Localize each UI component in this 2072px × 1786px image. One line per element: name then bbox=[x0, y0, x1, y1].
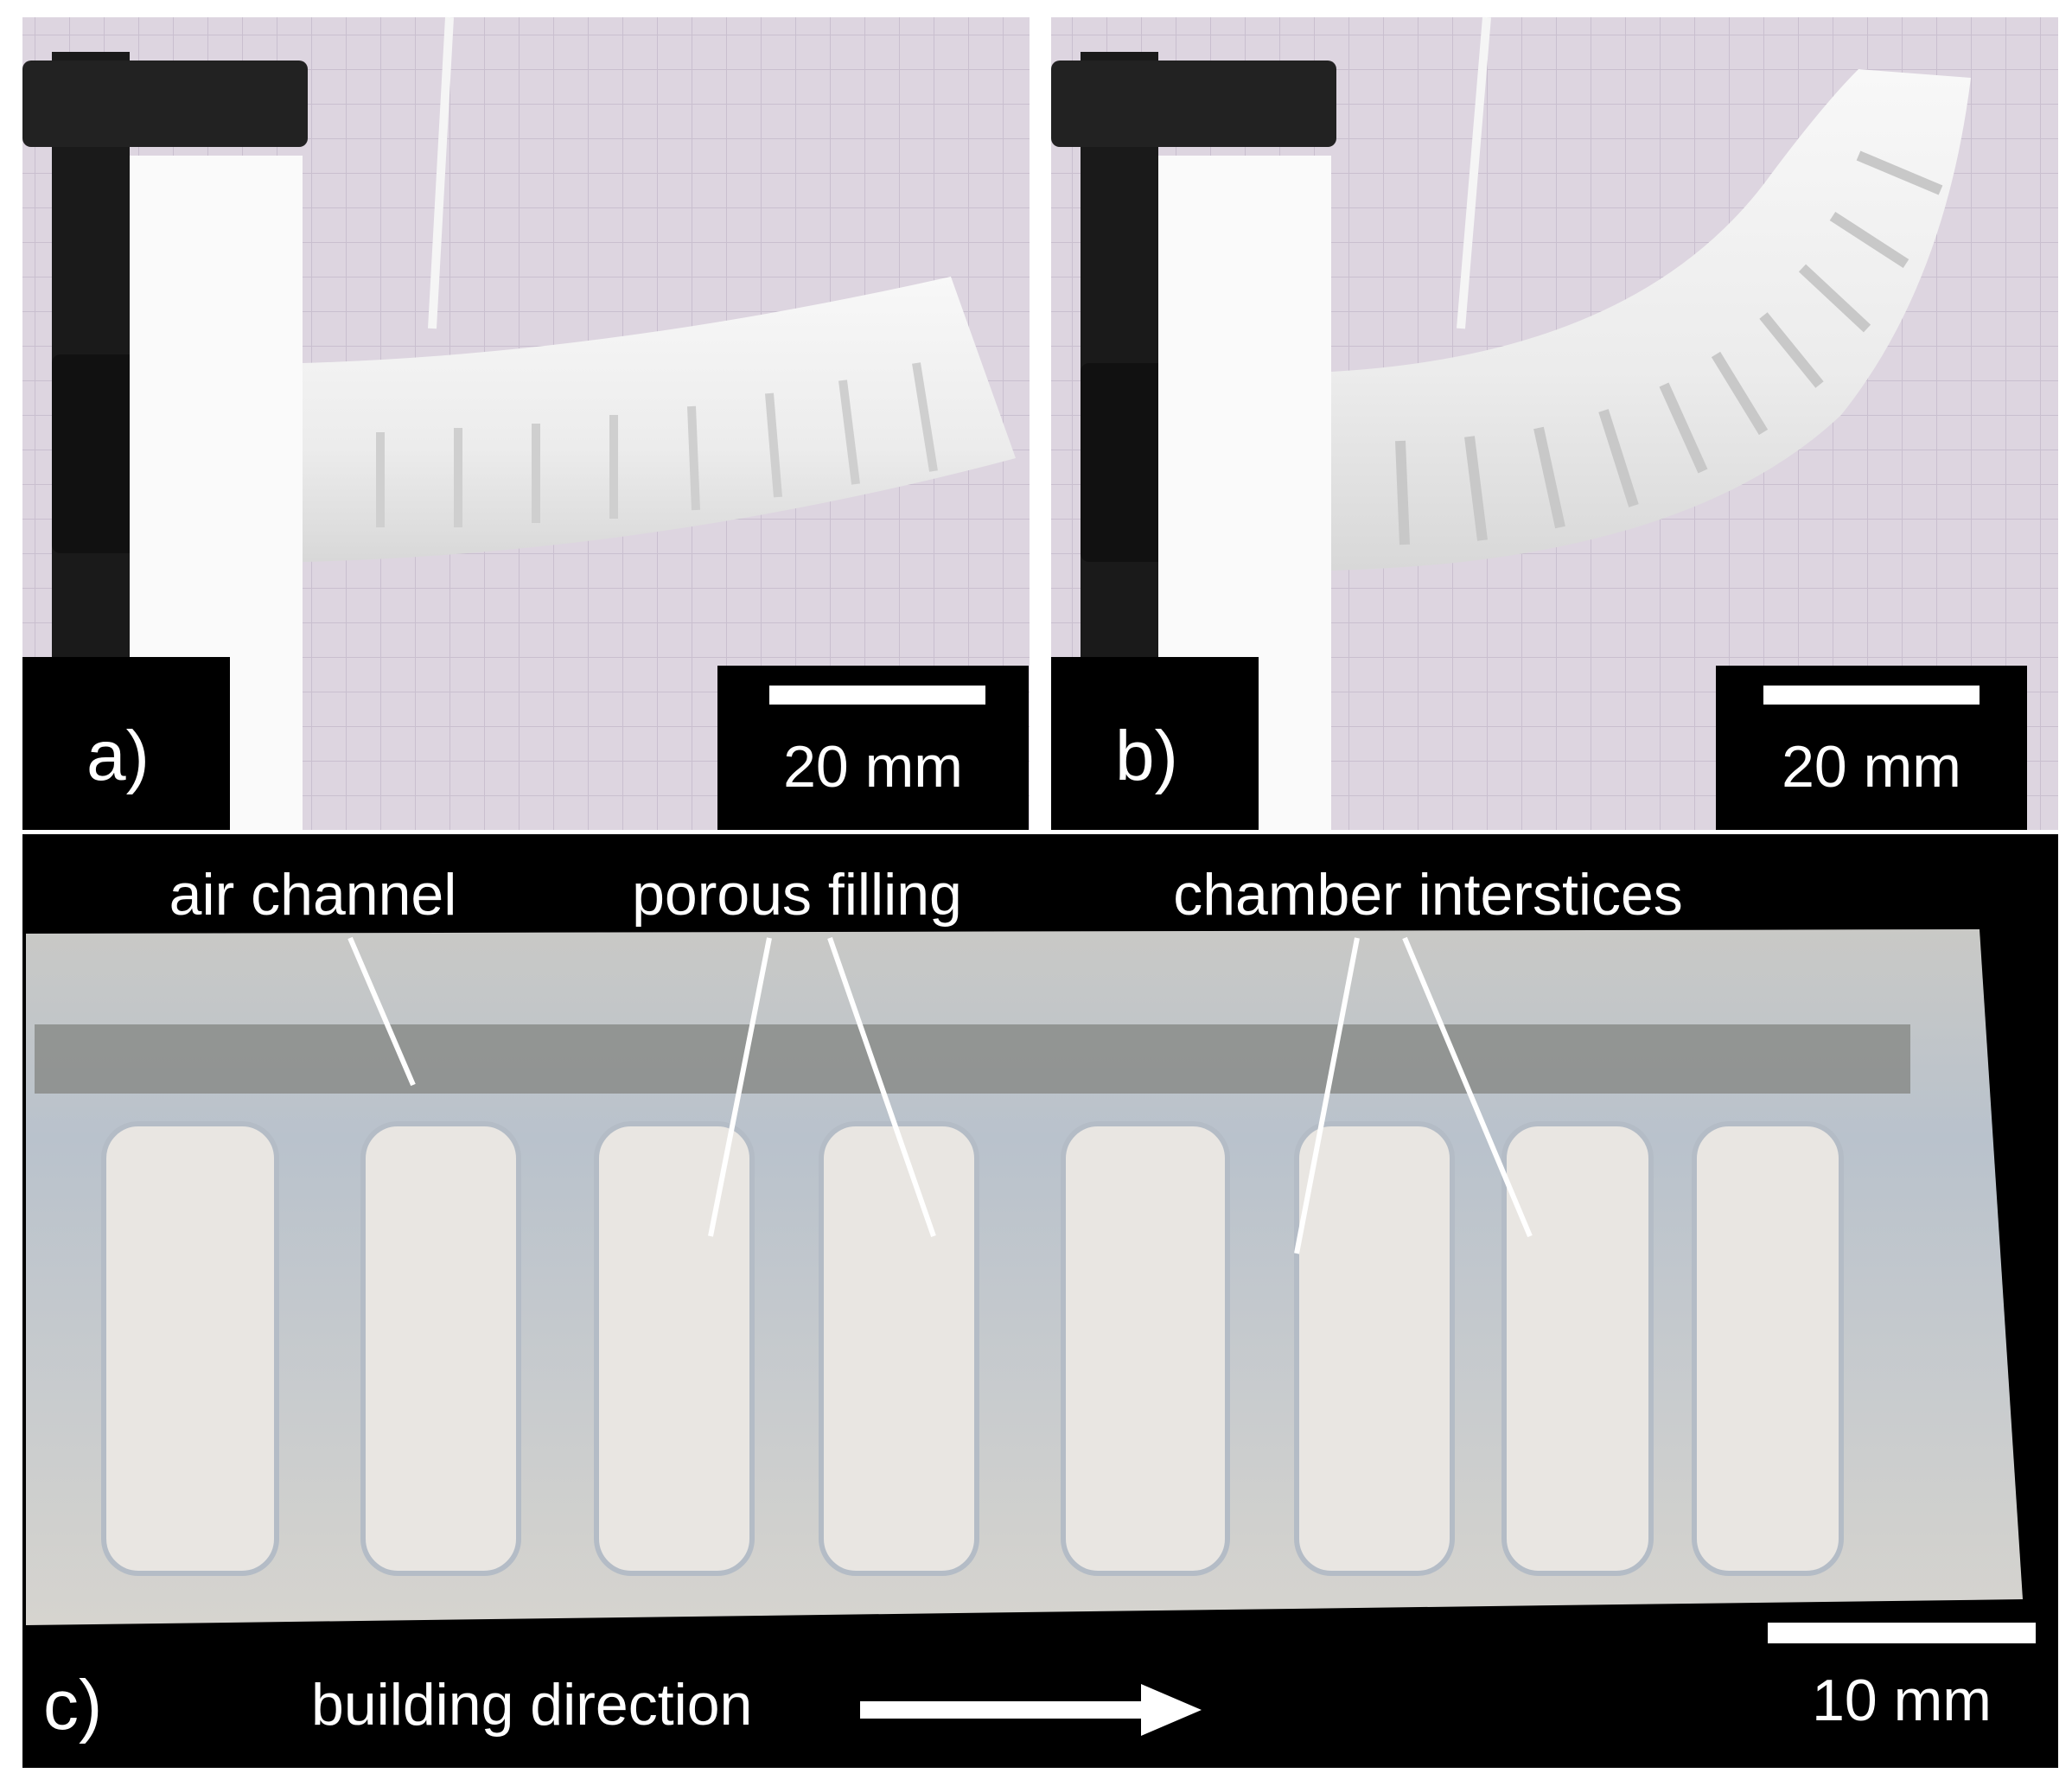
leader-chamber-interstices-1 bbox=[1294, 937, 1360, 1254]
label-chamber-interstices: chamber interstices bbox=[1173, 862, 1683, 928]
chambers bbox=[101, 1121, 1844, 1576]
panel-b-scale-text: 20 mm bbox=[1782, 734, 1961, 800]
panel-c-scalebar bbox=[1768, 1623, 2036, 1643]
label-air-channel: air channel bbox=[169, 862, 457, 928]
leader-air-channel bbox=[347, 936, 416, 1087]
panel-a-scale-text: 20 mm bbox=[783, 734, 963, 800]
panel-a-label: a) bbox=[86, 717, 150, 795]
panel-c-scale-text: 10 mm bbox=[1812, 1668, 1992, 1733]
leader-porous-filling-1 bbox=[708, 937, 772, 1237]
panel-a-scalebar bbox=[769, 686, 985, 705]
actuator-ribs bbox=[376, 362, 938, 527]
leader-chamber-interstices-2 bbox=[1402, 936, 1533, 1238]
label-porous-filling: porous filling bbox=[632, 862, 962, 928]
actuator-slightly-bent bbox=[303, 277, 1016, 562]
building-direction-arrow bbox=[860, 1684, 1202, 1736]
panel-b-label-box bbox=[1051, 657, 1259, 830]
actuator-bent bbox=[1331, 69, 1971, 571]
leader-porous-filling-2 bbox=[827, 937, 936, 1237]
air-channel-region bbox=[35, 1024, 1910, 1094]
air-tube bbox=[1457, 16, 1491, 329]
panel-c: air channel porous filling chamber inter… bbox=[22, 834, 2058, 1768]
actuator-ribs bbox=[1395, 150, 1943, 545]
panel-b-scalebar bbox=[1763, 686, 1980, 705]
panel-a: a) 20 mm bbox=[22, 16, 1030, 830]
panel-b: b) 20 mm bbox=[1051, 16, 2058, 830]
panel-a-label-box bbox=[22, 657, 230, 830]
label-building-direction: building direction bbox=[311, 1672, 752, 1738]
panel-c-label: c) bbox=[43, 1666, 102, 1745]
clamp-screw bbox=[22, 61, 308, 147]
panel-b-label: b) bbox=[1115, 717, 1178, 795]
clamp-screw bbox=[1051, 61, 1336, 147]
leader-lines bbox=[347, 936, 1533, 1254]
air-tube bbox=[428, 16, 454, 329]
